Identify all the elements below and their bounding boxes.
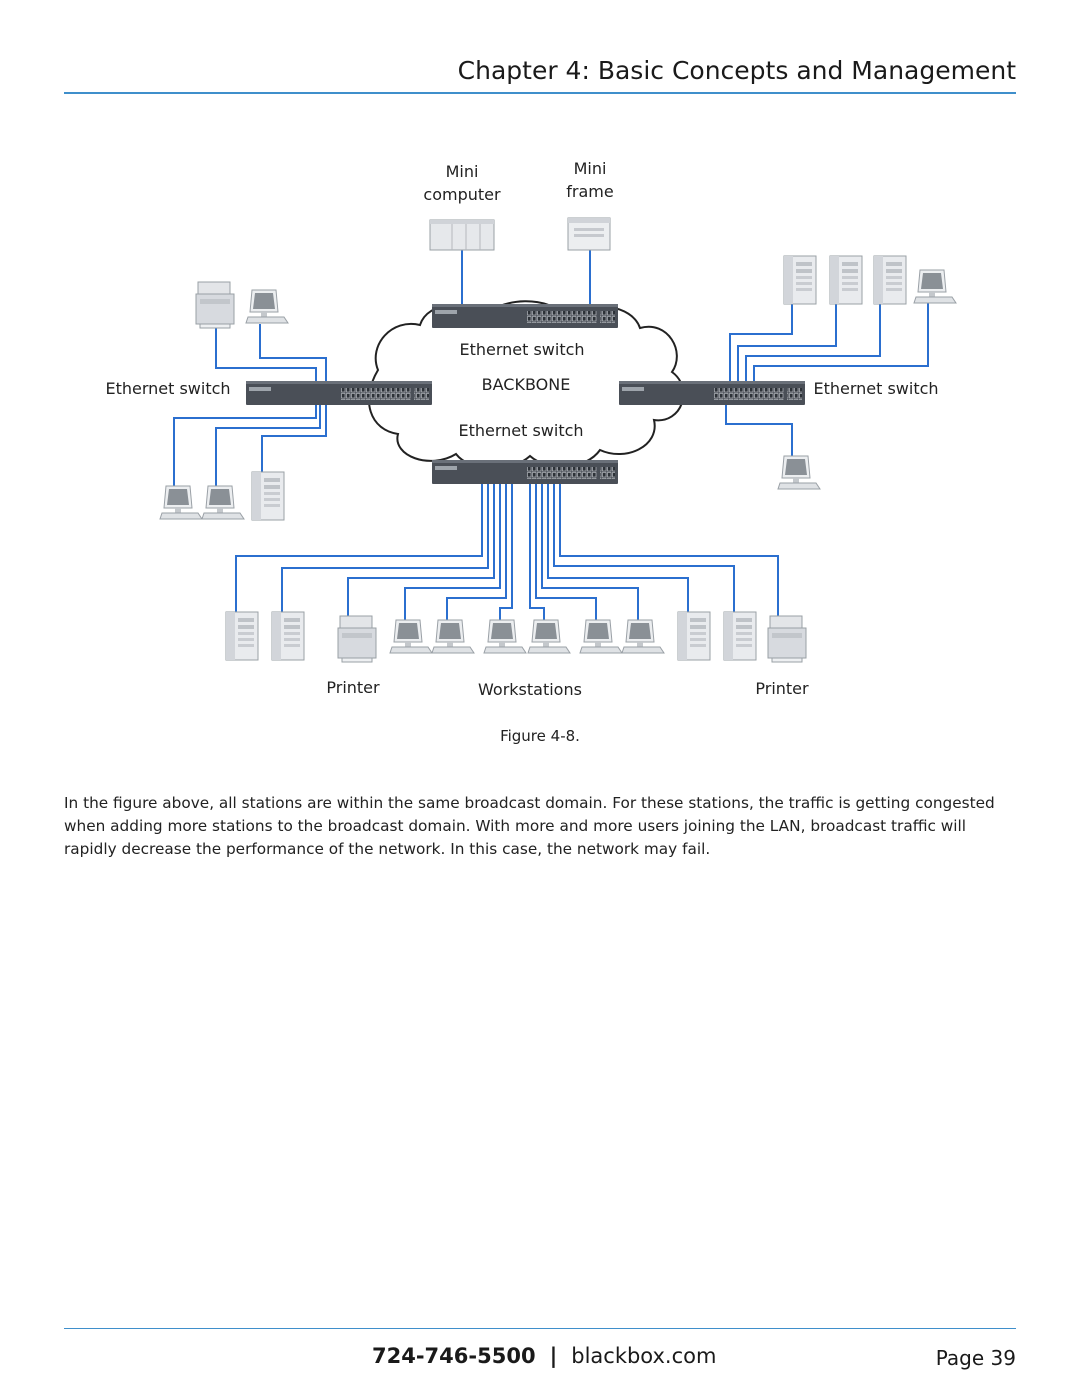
figure-caption: Figure 4-8.	[500, 727, 580, 745]
workstation-bottom-4	[527, 619, 571, 654]
workstation-left-top	[245, 289, 289, 324]
network-diagram: Mini computer Mini frame Ethernet switch…	[105, 159, 957, 699]
switch-right-label: Ethernet switch	[813, 379, 938, 398]
workstation-bottom-1	[389, 619, 433, 654]
printer-bottom-left	[337, 615, 377, 663]
tower-bottom-2	[271, 611, 305, 661]
footer-divider	[64, 1328, 1016, 1329]
mini-computer	[429, 219, 495, 251]
switch-bottom-label: Ethernet switch	[458, 421, 583, 440]
header-divider	[64, 92, 1016, 94]
mini-computer-label-line1: Mini	[446, 162, 479, 181]
tower-right-2	[829, 255, 863, 305]
tower-bottom-1	[225, 611, 259, 661]
workstation-bottom-5	[579, 619, 623, 654]
mini-frame	[567, 217, 611, 251]
footer-contact: 724-746-5500 | blackbox.com	[372, 1344, 716, 1368]
switch-left	[246, 381, 432, 405]
network-links	[173, 250, 929, 620]
footer-website-link[interactable]: blackbox.com	[571, 1344, 717, 1368]
workstation-bottom-2	[431, 619, 475, 654]
footer-separator: |	[549, 1344, 558, 1368]
tower-right-3	[873, 255, 907, 305]
workstations-label: Workstations	[478, 680, 582, 699]
tower-right-1	[783, 255, 817, 305]
workstation-right-bottom	[777, 455, 821, 490]
mini-frame-label-line2: frame	[566, 182, 613, 201]
switch-top	[432, 304, 618, 328]
chapter-title: Chapter 4: Basic Concepts and Management	[457, 56, 1016, 85]
workstation-left-2	[201, 485, 245, 520]
body-paragraph: In the figure above, all stations are wi…	[64, 794, 995, 858]
printer-right-label: Printer	[755, 679, 809, 698]
footer-phone: 724-746-5500	[372, 1344, 536, 1368]
mini-frame-label-line1: Mini	[574, 159, 607, 178]
workstation-left-1	[159, 485, 203, 520]
printer-left-label: Printer	[326, 678, 380, 697]
workstation-bottom-3	[483, 619, 527, 654]
tower-bottom-4	[723, 611, 757, 661]
printer-left-top	[195, 281, 235, 329]
mini-computer-label-line2: computer	[423, 185, 501, 204]
backbone-label: BACKBONE	[482, 375, 571, 394]
switch-left-label: Ethernet switch	[105, 379, 230, 398]
tower-left	[251, 471, 285, 521]
switch-top-label: Ethernet switch	[459, 340, 584, 359]
switch-right	[619, 381, 805, 405]
page-number: Page 39	[935, 1346, 1016, 1370]
switch-bottom	[432, 460, 618, 484]
workstation-bottom-6	[621, 619, 665, 654]
tower-bottom-3	[677, 611, 711, 661]
printer-bottom-right	[767, 615, 807, 663]
workstation-right-top	[913, 269, 957, 304]
